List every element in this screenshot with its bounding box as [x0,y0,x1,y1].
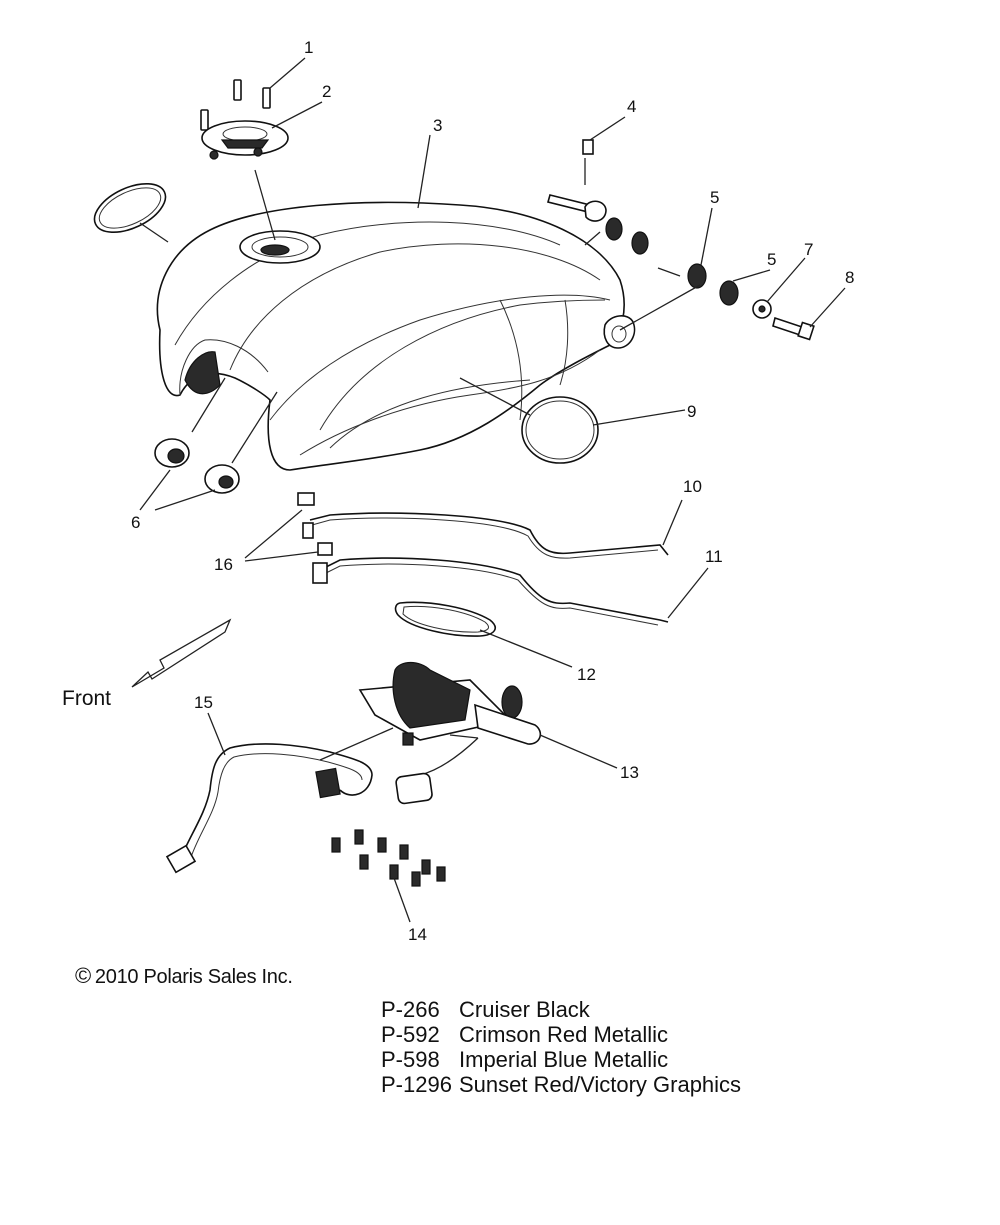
fuel-hose-part-15 [165,743,373,874]
callout-16: 16 [214,555,233,574]
callout-4: 4 [627,97,636,116]
fuel-pump-part-13 [358,661,542,805]
paint-code-row: P-1296 Sunset Red/Victory Graphics [381,1072,741,1097]
emblem-part-9 [521,396,599,464]
callout-10: 10 [683,477,702,496]
paint-code: P-266 [381,997,440,1022]
callout-11: 11 [705,547,723,566]
copyright-symbol: © [75,963,91,988]
paint-code: P-1296 [381,1072,452,1097]
callout-7: 7 [804,240,813,259]
paint-code-row: P-592 Crimson Red Metallic [381,1022,741,1047]
callout-15: 15 [194,693,213,712]
paint-name: Crimson Red Metallic [459,1022,669,1047]
callout-13: 13 [620,763,639,782]
gasket-part-12 [394,601,496,637]
front-arrow [131,618,232,688]
callout-numbers: 1 2 3 4 5 5 7 8 9 6 10 11 16 12 15 13 14 [131,38,854,944]
callout-12: 12 [577,665,596,684]
paint-code-list: P-266 Cruiser Black P-592 Crimson Red Meta… [381,997,741,1097]
seal-ring-left [93,182,167,234]
callout-3: 3 [433,116,442,135]
leader-lines [139,57,846,923]
mount-hardware [547,139,815,341]
fuel-lines [297,492,669,626]
callout-1: 1 [304,38,313,57]
copyright-text: 2010 Polaris Sales Inc. [94,966,293,988]
callout-5a: 5 [710,188,719,207]
grommets-part-6 [154,438,240,494]
paint-name: Cruiser Black [459,997,590,1022]
paint-code: P-598 [381,1047,440,1072]
callout-14: 14 [408,925,427,944]
front-label: Front [62,687,111,710]
copyright-notice: ©2010 Polaris Sales Inc. [75,963,293,989]
paint-name: Imperial Blue Metallic [459,1047,669,1072]
callout-5b: 5 [767,250,776,269]
callout-9: 9 [687,402,696,421]
callout-8: 8 [845,268,854,287]
callout-6: 6 [131,513,140,532]
paint-code-row: P-266 Cruiser Black [381,997,741,1022]
paint-code: P-592 [381,1022,440,1047]
paint-code-row: P-598 Imperial Blue Metallic [381,1047,741,1072]
bolts-part-1 [200,79,271,131]
paint-name: Sunset Red/Victory Graphics [459,1072,742,1097]
callout-2: 2 [322,82,331,101]
filler-plate-part-2 [201,120,289,160]
screws-part-14 [331,829,446,887]
